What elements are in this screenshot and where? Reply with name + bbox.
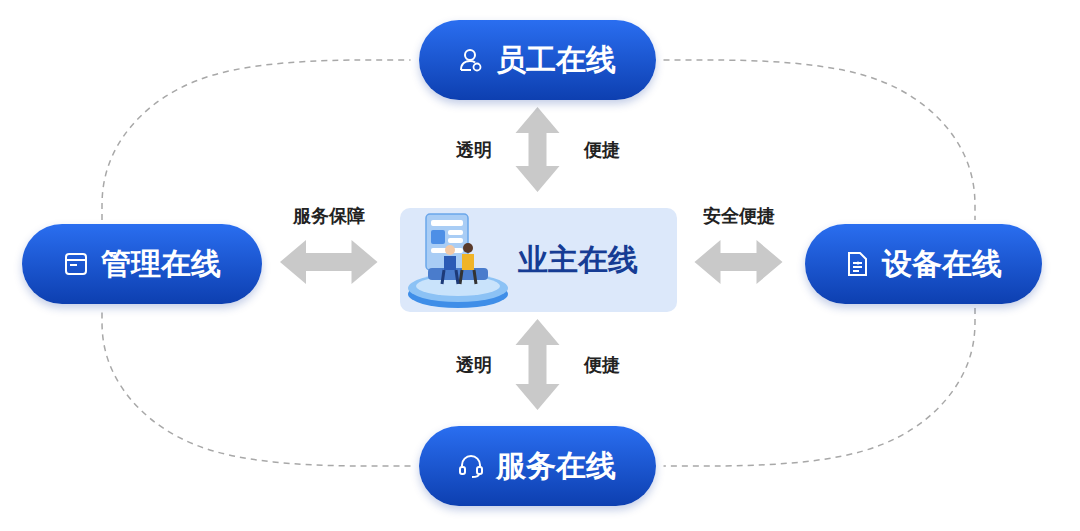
staff-node: 员工在线 [419,20,656,100]
node-title: 业主在线 [518,240,638,281]
owner-node: 业主在线 [400,208,677,312]
node-title: 员工在线 [496,40,616,81]
arrow-side-label: 便捷 [582,353,622,377]
double-arrow [695,240,783,284]
device-node: 设备在线 [805,224,1042,304]
owner-illustration [404,208,512,312]
dashed-loop [664,60,976,220]
double-arrow [516,319,560,410]
node-icon [844,251,870,277]
dashed-loop [102,308,411,466]
node-icon [458,453,484,479]
double-arrow [280,240,378,284]
edge-label: 安全便捷 [701,204,777,228]
node-title: 服务在线 [496,446,616,487]
dashed-loop [102,60,411,220]
arrow-side-label: 透明 [454,138,494,162]
node-title: 设备在线 [882,244,1002,285]
management-node: 管理在线 [22,224,262,304]
double-arrow [516,107,560,192]
node-title: 管理在线 [101,244,221,285]
edge-label: 服务保障 [291,204,367,228]
arrow-side-label: 便捷 [582,138,622,162]
node-icon [458,47,484,73]
dashed-loop [664,308,976,466]
service-node: 服务在线 [419,426,656,506]
arrow-side-label: 透明 [454,353,494,377]
node-icon [63,251,89,277]
